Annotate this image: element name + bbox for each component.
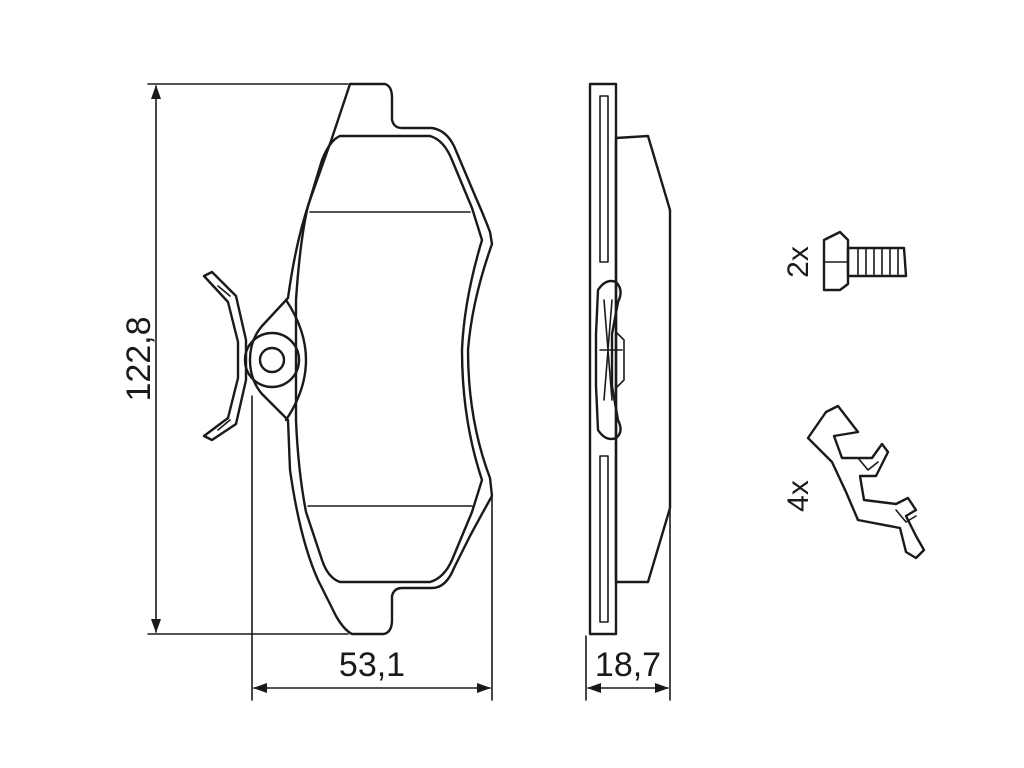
mounting-boss xyxy=(284,298,308,422)
bolt-quantity-label: 2x xyxy=(782,246,815,278)
width-dimension-label: 53,1 xyxy=(339,646,405,684)
height-dimension-label: 122,8 xyxy=(120,316,158,401)
side-spring-clip xyxy=(594,279,622,441)
side-backing-plate xyxy=(588,82,618,636)
backing-plate-outline xyxy=(248,82,494,636)
thickness-dimension-label: 18,7 xyxy=(595,646,661,684)
bolt-thread-icon xyxy=(857,247,899,277)
clip-quantity-label: 4x xyxy=(782,480,815,512)
guide-clip-icon xyxy=(806,404,926,560)
side-friction-material xyxy=(614,134,672,584)
side-backing-groove-bottom xyxy=(599,455,609,623)
mounting-hole-outer xyxy=(243,331,301,389)
pad-side-view xyxy=(588,82,672,636)
spring-clip-detail-top xyxy=(217,285,231,297)
side-clip-detail xyxy=(599,299,623,401)
dimensions: 122,8 53,1 18,7 xyxy=(120,83,671,701)
spring-clip xyxy=(202,270,248,442)
spring-clip-detail-bottom xyxy=(217,419,231,431)
guide-clip-tab-bottom xyxy=(895,509,917,523)
mounting-hole-inner xyxy=(258,346,286,374)
bolt-accessory: 2x xyxy=(782,230,908,292)
guide-clip-tab-top xyxy=(857,457,879,471)
side-backing-groove-top xyxy=(599,95,609,263)
clip-accessory: 4x xyxy=(782,404,926,560)
pad-front-view xyxy=(202,82,494,636)
side-clip-tab xyxy=(615,331,625,389)
friction-material-outline xyxy=(294,134,484,584)
bolt-shank-icon xyxy=(846,246,908,278)
bolt-head-icon xyxy=(822,230,850,292)
